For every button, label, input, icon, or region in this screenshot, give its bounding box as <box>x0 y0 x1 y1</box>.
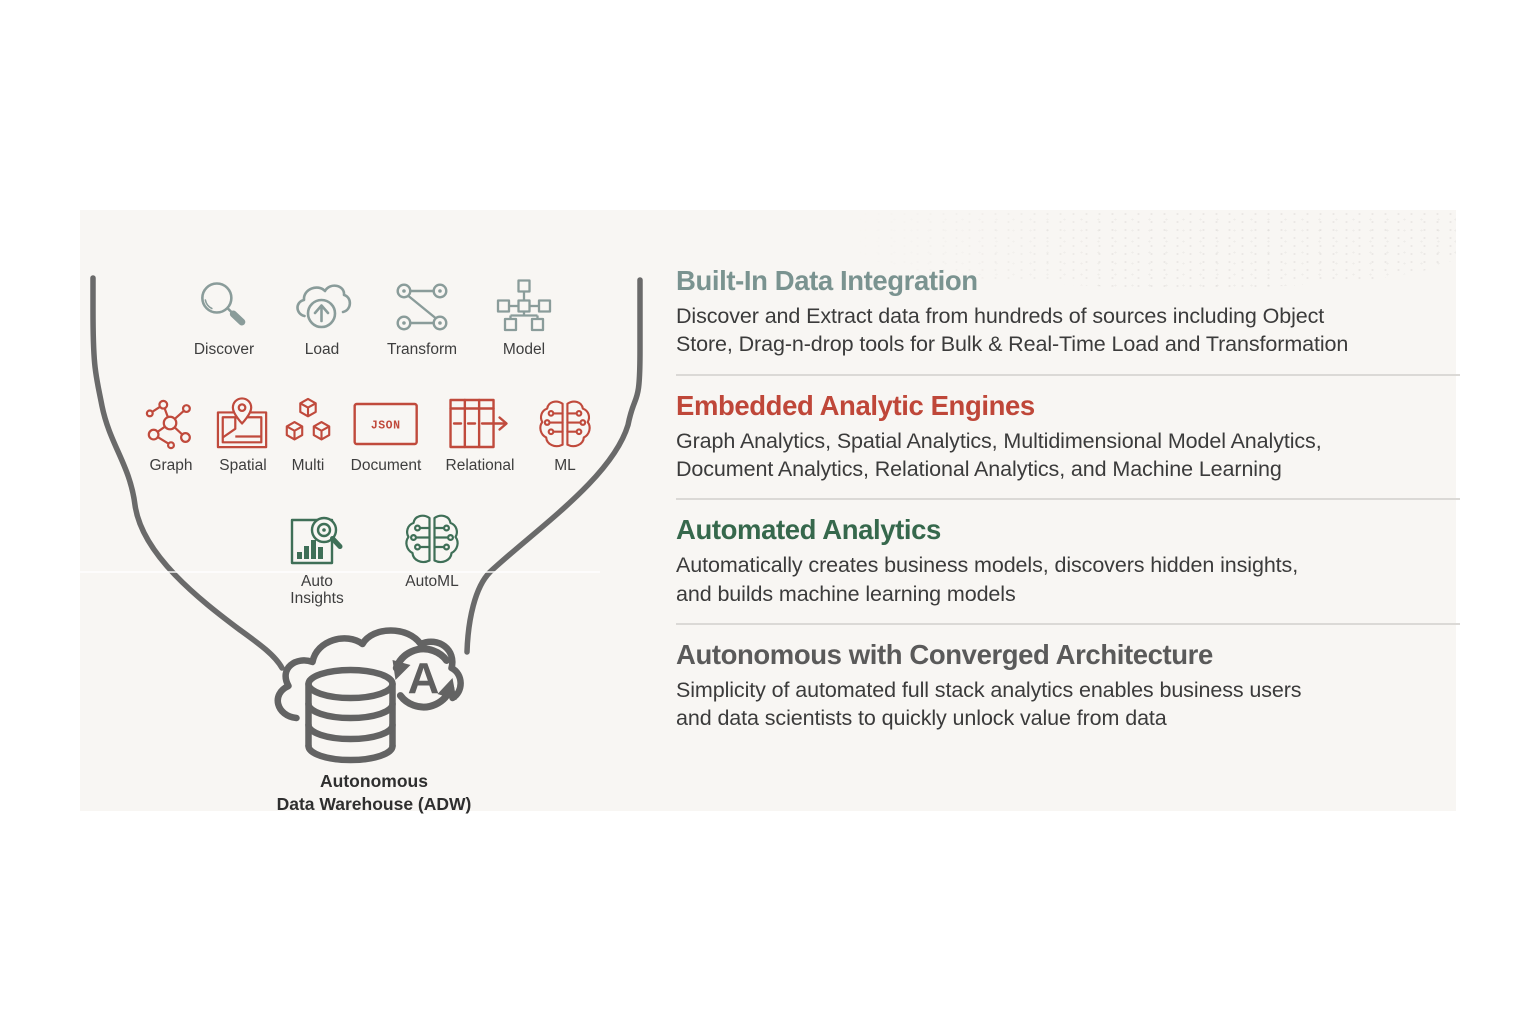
funnel-stage-graph: Graph <box>144 396 198 474</box>
funnel-stage-spatial: Spatial <box>216 396 270 474</box>
stage-label: Graph <box>149 457 193 474</box>
funnel-stage-model: Model <box>496 278 552 358</box>
section-title: Built-In Data Integration <box>676 265 978 296</box>
graph-network-icon <box>144 396 198 452</box>
stage-label: Multi <box>291 457 325 474</box>
funnel-diagram: Discover Load <box>80 210 660 814</box>
section-title: Embedded Analytic Engines <box>676 389 1035 421</box>
adw-label-line1: Autonomous <box>320 771 428 791</box>
section-body: Simplicity of automated full stack analy… <box>676 677 1302 731</box>
funnel-stage-document: JSON Document <box>350 396 422 474</box>
cubes-icon <box>281 396 335 452</box>
section-embedded-analytic-engines: Embedded Analytic Engines Graph Analytic… <box>676 389 1460 501</box>
background-texture <box>846 210 1456 288</box>
section-automated-analytics: Automated Analytics Automatically create… <box>676 514 1460 625</box>
funnel-stage-multi: Multi <box>281 396 335 474</box>
json-document-icon: JSON <box>353 396 419 452</box>
stage-label: Model <box>502 341 546 358</box>
magnifier-icon <box>196 278 252 336</box>
nodes-mapping-icon <box>394 278 450 336</box>
cloud-upload-icon <box>291 278 353 336</box>
svg-text:JSON: JSON <box>371 420 401 433</box>
stage-label: Document <box>350 457 422 474</box>
section-body: Graph Analytics, Spatial Analytics, Mult… <box>676 428 1322 481</box>
stage-label: Relational <box>445 457 515 474</box>
section-title: Automated Analytics <box>676 514 941 546</box>
svg-text:A: A <box>408 654 440 703</box>
section-autonomous-converged-architecture: Autonomous with Converged Architecture S… <box>676 638 1460 748</box>
funnel-stage-automl: AutoML <box>404 510 460 590</box>
section-title: Autonomous with Converged Architecture <box>676 638 1213 670</box>
funnel-outline <box>90 275 643 671</box>
funnel-stage-transform: Transform <box>387 278 457 358</box>
stage-label: Load <box>304 341 340 358</box>
section-built-in-data-integration: Built-In Data Integration Discover and E… <box>676 265 1460 376</box>
chart-magnifier-icon <box>289 510 345 568</box>
funnel-stage-discover: Discover <box>194 278 254 358</box>
funnel-stage-load: Load <box>291 278 353 358</box>
hierarchy-icon <box>496 278 552 336</box>
light-streak <box>80 571 600 573</box>
adw-label-line2: Data Warehouse (ADW) <box>276 794 472 815</box>
funnel-stage-auto-insights: Auto Insights <box>285 510 349 608</box>
brain-circuit-icon <box>538 396 592 452</box>
stage-label: Auto Insights <box>290 573 344 608</box>
funnel-stage-relational: Relational <box>445 396 515 474</box>
funnel-stage-ml: ML <box>538 396 592 474</box>
section-body: Automatically creates business models, d… <box>676 553 1299 606</box>
stage-label: Spatial <box>219 457 267 474</box>
section-body: Discover and Extract data from hundreds … <box>676 304 1349 357</box>
adw-label: Autonomous Data Warehouse (ADW) <box>277 770 472 816</box>
content-panel: Discover Load <box>80 210 1460 814</box>
map-pin-icon <box>216 396 270 452</box>
stage-label: ML <box>554 457 576 474</box>
feature-sections: Built-In Data Integration Discover and E… <box>676 265 1460 762</box>
stage-label: AutoML <box>405 573 459 590</box>
stage-label: Discover <box>193 341 255 358</box>
adw-cloud-database-icon: A <box>267 608 482 768</box>
table-arrow-icon <box>449 396 511 452</box>
brain-circuit-icon <box>404 510 460 568</box>
adw-figure: A Autonomous Data Warehouse (ADW) <box>267 608 482 816</box>
stage-label: Transform <box>386 341 458 358</box>
